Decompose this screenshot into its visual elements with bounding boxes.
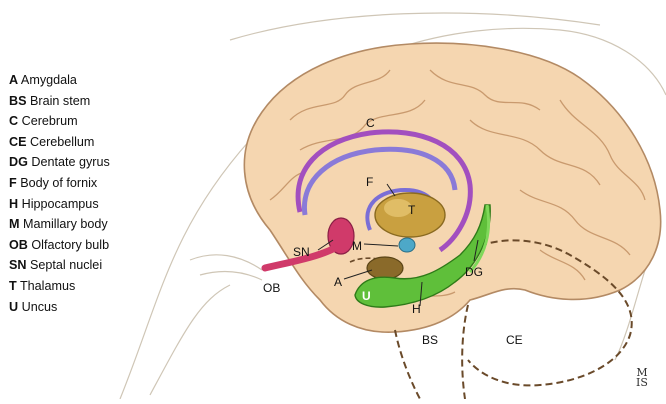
legend-item: M Mamillary body bbox=[9, 214, 110, 235]
legend-name: Olfactory bulb bbox=[31, 238, 109, 252]
legend-item: T Thalamus bbox=[9, 276, 110, 297]
signature-line-2: IS bbox=[636, 378, 648, 388]
legend-abbr: BS bbox=[9, 94, 27, 108]
label-fornix: F bbox=[366, 176, 373, 188]
legend-item: DG Dentate gyrus bbox=[9, 152, 110, 173]
label-olfactory-bulb: OB bbox=[263, 282, 280, 294]
legend-name: Brain stem bbox=[30, 94, 90, 108]
legend-name: Cerebellum bbox=[30, 135, 94, 149]
label-amygdala: A bbox=[334, 276, 342, 288]
label-cerebellum: CE bbox=[506, 334, 523, 346]
legend-item: H Hippocampus bbox=[9, 194, 110, 215]
legend-name: Hippocampus bbox=[22, 197, 99, 211]
legend-abbr: CE bbox=[9, 135, 27, 149]
legend-abbr: DG bbox=[9, 155, 28, 169]
legend-item: F Body of fornix bbox=[9, 173, 110, 194]
legend-name: Cerebrum bbox=[22, 114, 78, 128]
legend-item: OB Olfactory bulb bbox=[9, 235, 110, 256]
legend-item: BS Brain stem bbox=[9, 91, 110, 112]
legend-name: Dentate gyrus bbox=[31, 155, 109, 169]
legend-abbr: A bbox=[9, 73, 18, 87]
legend-name: Septal nuclei bbox=[30, 258, 102, 272]
legend-name: Thalamus bbox=[20, 279, 75, 293]
legend-abbr: SN bbox=[9, 258, 27, 272]
legend-item: U Uncus bbox=[9, 297, 110, 318]
legend-abbr: M bbox=[9, 217, 20, 231]
artist-signature: M IS bbox=[636, 368, 648, 388]
eye-lower-line bbox=[200, 271, 262, 280]
label-septal-nuclei: SN bbox=[293, 246, 310, 258]
legend-name: Body of fornix bbox=[20, 176, 97, 190]
legend-abbr: U bbox=[9, 300, 18, 314]
label-mamillary-body: M bbox=[352, 240, 362, 252]
legend-item: C Cerebrum bbox=[9, 111, 110, 132]
legend-abbr: OB bbox=[9, 238, 28, 252]
eye-line bbox=[190, 255, 262, 270]
legend-abbr: T bbox=[9, 279, 17, 293]
legend-name: Uncus bbox=[22, 300, 58, 314]
legend-item: A Amygdala bbox=[9, 70, 110, 91]
legend-name: Amygdala bbox=[21, 73, 77, 87]
mamillary-body bbox=[399, 238, 415, 252]
label-uncus: U bbox=[362, 290, 371, 302]
label-dentate-gyrus: DG bbox=[465, 266, 483, 278]
face-line bbox=[150, 285, 230, 395]
legend-name: Mamillary body bbox=[23, 217, 108, 231]
legend-item: SN Septal nuclei bbox=[9, 255, 110, 276]
amygdala bbox=[367, 257, 403, 279]
label-hippocampus: H bbox=[412, 303, 421, 315]
skull-line bbox=[230, 13, 600, 40]
legend-abbr: C bbox=[9, 114, 18, 128]
label-thalamus: T bbox=[408, 204, 415, 216]
legend-abbr: F bbox=[9, 176, 17, 190]
legend-item: CE Cerebellum bbox=[9, 132, 110, 153]
legend-abbr: H bbox=[9, 197, 18, 211]
label-brain-stem: BS bbox=[422, 334, 438, 346]
legend: A AmygdalaBS Brain stemC CerebrumCE Cere… bbox=[9, 70, 110, 317]
label-cerebrum: C bbox=[366, 117, 375, 129]
